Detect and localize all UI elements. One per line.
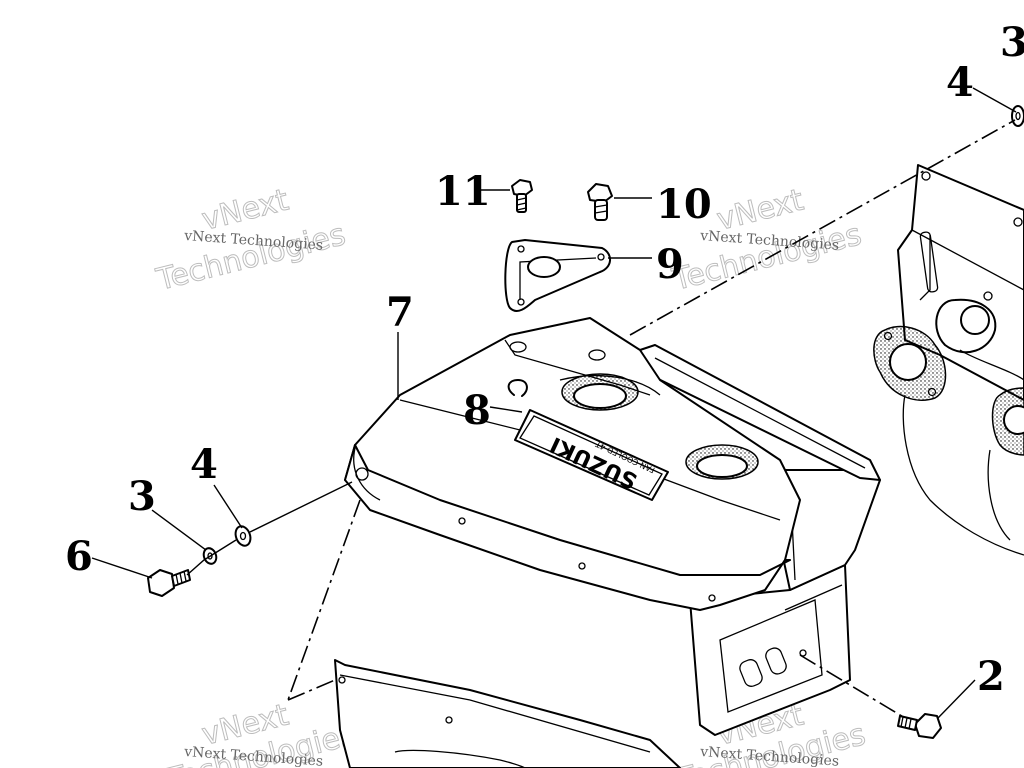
callout-10: 10 (656, 181, 712, 228)
bolt-part-10 (587, 183, 613, 221)
callout-11: 11 (435, 168, 491, 215)
fan-cover-shroud (344, 317, 881, 736)
watermark-big-b: Technologies (152, 217, 348, 298)
watermark-left-bottom: vNext Technologies vNext Technologies (162, 697, 359, 768)
callout-4-left: 4 (190, 441, 218, 488)
callout-6: 6 (65, 533, 93, 580)
washer-part-4-right (1011, 105, 1024, 127)
watermark-big-b: Technologies (668, 217, 864, 298)
callout-3-right: 3 (1000, 19, 1024, 66)
lower-cover-panel (334, 659, 681, 768)
assembly-centerlines (186, 119, 1016, 719)
leader-lines (91, 87, 1017, 719)
callout-4-right: 4 (946, 59, 974, 106)
callout-numbers: 11 10 9 7 8 4 3 6 4 3 2 (65, 19, 1024, 700)
bolt-part-6 (147, 569, 191, 597)
bolt-part-2 (897, 713, 942, 739)
bracket-part-9 (504, 239, 611, 312)
callout-9: 9 (656, 241, 684, 288)
bolt-part-11 (511, 179, 533, 213)
callout-7: 7 (386, 289, 414, 336)
callout-8: 8 (463, 387, 491, 434)
cylinder-block (873, 164, 1024, 556)
callout-2: 2 (977, 653, 1005, 700)
washer-part-4-left (234, 525, 252, 547)
callout-3-left: 3 (128, 473, 156, 520)
watermark-left-top: vNext Technologies vNext Technologies (152, 182, 349, 298)
